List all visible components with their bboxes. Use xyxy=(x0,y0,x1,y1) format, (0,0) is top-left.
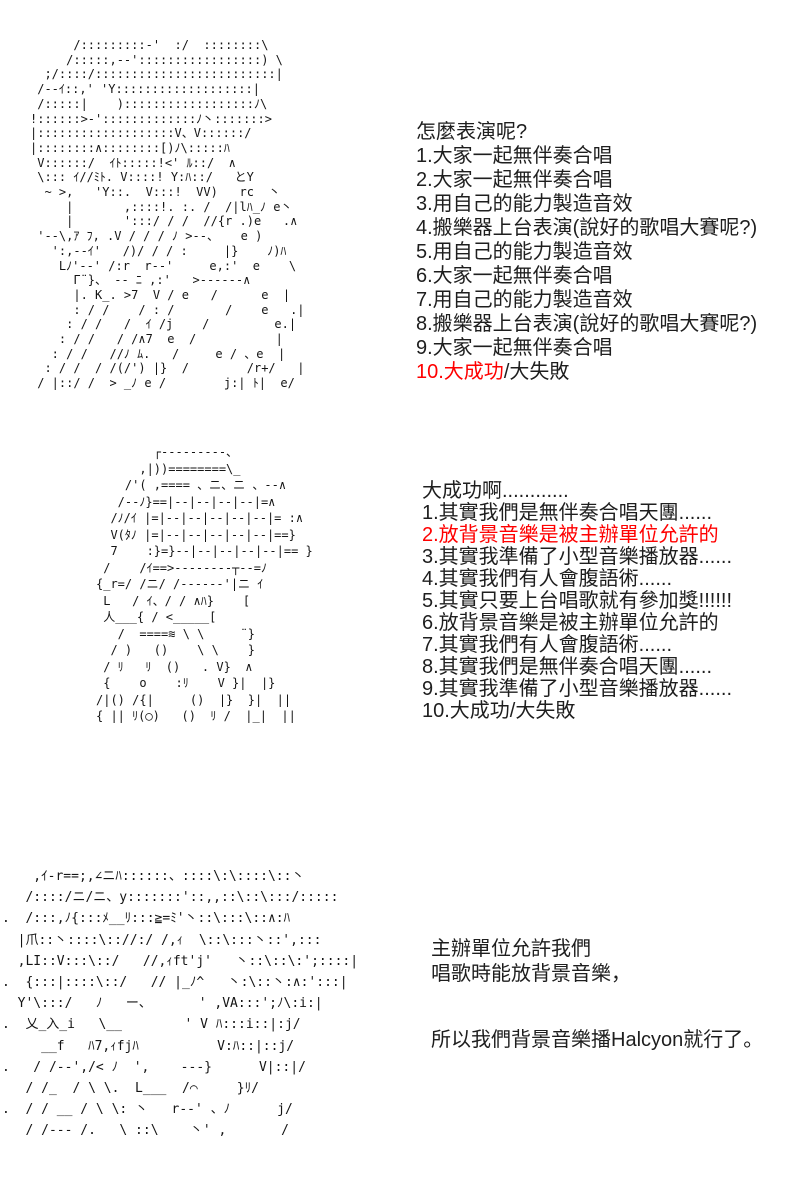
text-segment: 7.其實我們有人會腹語術...... xyxy=(422,634,673,656)
red-text-segment: 10.大成功 xyxy=(416,361,504,383)
text-line: 大成功啊............ xyxy=(422,480,732,502)
text-segment: 5.其實只要上台唱歌就有參加獎!!!!!! xyxy=(422,590,733,612)
text-segment: 3.其實我準備了小型音樂播放器...... xyxy=(422,546,733,568)
ascii-art-character-2: ┌---------、 ,|))========\_ /'( ,==== 、ニ、… xyxy=(96,445,313,723)
text-line: 4.搬樂器上台表演(說好的歌唱大賽呢?) xyxy=(416,216,757,240)
text-segment: 1.大家一起無伴奏合唱 xyxy=(416,145,613,167)
text-line: 8.其實我們是無伴奏合唱天團...... xyxy=(422,656,732,678)
text-segment: 主辦單位允許我們 xyxy=(431,938,591,960)
dialogue-block-2: 所以我們背景音樂播Halcyon就行了。 xyxy=(431,1028,763,1053)
text-line: 2.放背景音樂是被主辦單位允許的 xyxy=(422,524,732,546)
options-list-2: 大成功啊............1.其實我們是無伴奏合唱天團......2.放背… xyxy=(422,480,732,722)
text-segment: 唱歌時能放背景音樂， xyxy=(431,963,631,985)
text-segment: 10.大成功/大失敗 xyxy=(422,700,576,722)
text-line: 5.其實只要上台唱歌就有參加獎!!!!!! xyxy=(422,590,732,612)
dialogue-block-1: 主辦單位允許我們唱歌時能放背景音樂， xyxy=(431,937,631,987)
text-line: 6.放背景音樂是被主辦單位允許的 xyxy=(422,612,732,634)
text-segment: 8.搬樂器上台表演(說好的歌唱大賽呢?) xyxy=(416,313,758,335)
text-line: 怎麼表演呢? xyxy=(416,120,757,144)
text-line: 2.大家一起無伴奏合唱 xyxy=(416,168,757,192)
text-line: 主辦單位允許我們 xyxy=(431,937,631,962)
text-line: 10.大成功/大失敗 xyxy=(422,700,732,722)
text-segment: 怎麼表演呢? xyxy=(416,121,528,143)
text-segment: 1.其實我們是無伴奏合唱天團...... xyxy=(422,502,713,524)
text-line: 1.其實我們是無伴奏合唱天團...... xyxy=(422,502,732,524)
text-segment: 9.大家一起無伴奏合唱 xyxy=(416,337,613,359)
text-segment: 5.用自己的能力製造音效 xyxy=(416,241,633,263)
text-line: 9.其實我準備了小型音樂播放器...... xyxy=(422,678,732,700)
text-line: 1.大家一起無伴奏合唱 xyxy=(416,144,757,168)
text-segment: /大失敗 xyxy=(503,361,570,383)
text-segment: 8.其實我們是無伴奏合唱天團...... xyxy=(422,656,713,678)
text-line: 10.大成功/大失敗 xyxy=(416,360,757,384)
ascii-art-character-1: /:::::::::-' :/ ::::::::\ /:::::,--'::::… xyxy=(30,38,305,391)
text-line: 3.其實我準備了小型音樂播放器...... xyxy=(422,546,732,568)
text-line: 唱歌時能放背景音樂， xyxy=(431,962,631,987)
text-segment: 9.其實我準備了小型音樂播放器...... xyxy=(422,678,733,700)
text-line: 5.用自己的能力製造音效 xyxy=(416,240,757,264)
text-line: 8.搬樂器上台表演(說好的歌唱大賽呢?) xyxy=(416,312,757,336)
ascii-art-character-3: ,ｲ-r==;,∠ニﾊ::::::、::::\:\::::\::丶 /::::/… xyxy=(2,869,359,1139)
text-line: 所以我們背景音樂播Halcyon就行了。 xyxy=(431,1028,763,1053)
text-line: 9.大家一起無伴奏合唱 xyxy=(416,336,757,360)
text-segment: 6.大家一起無伴奏合唱 xyxy=(416,265,613,287)
text-segment: 4.其實我們有人會腹語術...... xyxy=(422,568,673,590)
red-text-segment: 2.放背景音樂是被主辦單位允許的 xyxy=(422,524,719,546)
text-line: 4.其實我們有人會腹語術...... xyxy=(422,568,732,590)
text-line: 7.其實我們有人會腹語術...... xyxy=(422,634,732,656)
text-segment: 4.搬樂器上台表演(說好的歌唱大賽呢?) xyxy=(416,217,758,239)
text-segment: 2.大家一起無伴奏合唱 xyxy=(416,169,613,191)
text-segment: 7.用自己的能力製造音效 xyxy=(416,289,633,311)
text-segment: 所以我們背景音樂播Halcyon就行了。 xyxy=(431,1029,764,1051)
text-line: 7.用自己的能力製造音效 xyxy=(416,288,757,312)
text-segment: 大成功啊............ xyxy=(422,480,569,502)
text-segment: 6.放背景音樂是被主辦單位允許的 xyxy=(422,612,719,634)
text-line: 3.用自己的能力製造音效 xyxy=(416,192,757,216)
text-segment: 3.用自己的能力製造音效 xyxy=(416,193,633,215)
text-line: 6.大家一起無伴奏合唱 xyxy=(416,264,757,288)
